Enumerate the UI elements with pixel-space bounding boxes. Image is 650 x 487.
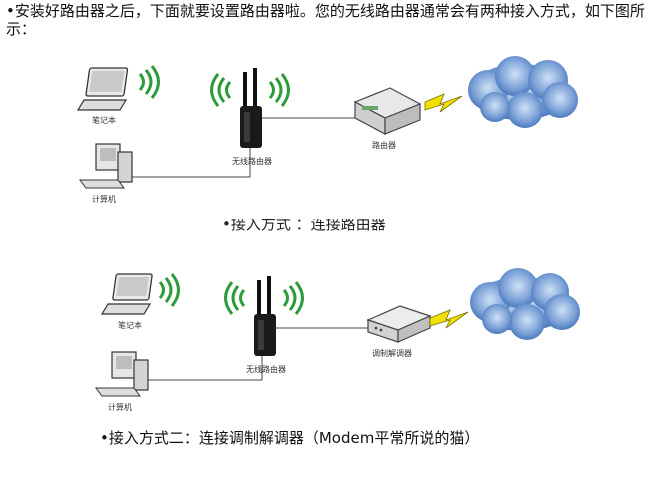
diagram-modem-connection: 笔记本 计算机 无线路由器 调制解调器 (95, 268, 580, 412)
pc-icon (95, 351, 149, 397)
pc-icon (79, 143, 133, 189)
wifi-icon (158, 273, 180, 307)
wireless-router-label: 无线路由器 (246, 364, 286, 374)
wireless-router-icon (240, 68, 262, 148)
internet-cloud-icon (468, 56, 578, 128)
laptop-icon (100, 273, 153, 315)
wifi-icon (210, 73, 290, 107)
caption-method-two: •接入方式二：连接调制解调器（Modem平常所说的猫） (100, 429, 480, 447)
pc-label: 计算机 (108, 402, 132, 412)
router-label: 路由器 (372, 140, 396, 150)
modem-label: 调制解调器 (372, 348, 412, 358)
wifi-icon (224, 281, 304, 315)
intro-text: •安装好路由器之后，下面就要设置路由器啦。您的无线路由器通常会有两种接入方式，如… (6, 2, 645, 38)
lightning-icon (424, 93, 463, 113)
caption-method-one: •接入方式 ：连接路由器 (222, 215, 386, 233)
lightning-icon (429, 309, 469, 329)
wireless-router-label: 无线路由器 (232, 156, 272, 166)
wifi-icon (138, 65, 160, 99)
laptop-icon (76, 67, 129, 111)
internet-cloud-icon (470, 268, 580, 340)
diagram-router-connection: 笔记本 计算机 无线路由器 路由器 (76, 56, 578, 204)
laptop-label: 笔记本 (92, 115, 116, 125)
router-icon (353, 87, 422, 135)
laptop-label: 笔记本 (118, 320, 142, 330)
pc-label: 计算机 (92, 194, 116, 204)
wireless-router-icon (254, 276, 276, 356)
modem-icon (366, 305, 432, 343)
